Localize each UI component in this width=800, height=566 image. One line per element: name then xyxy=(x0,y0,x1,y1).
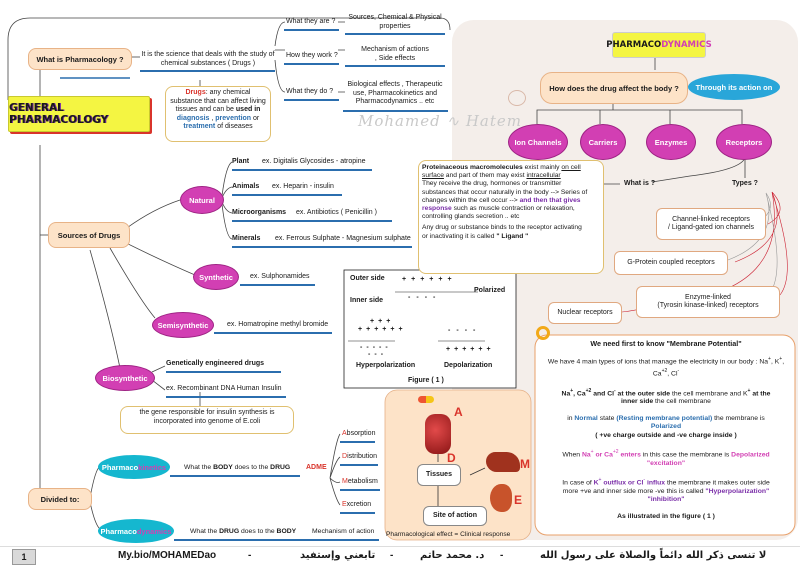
target-ion-channels[interactable]: Ion Channels xyxy=(508,124,568,160)
footer-dash-2: - xyxy=(390,550,394,561)
key-icon xyxy=(536,326,550,340)
adme-label: ADME xyxy=(306,464,327,471)
pharmacodynamics-desc: What the DRUG does to the BODY xyxy=(190,528,297,535)
target-receptors[interactable]: Receptors xyxy=(716,124,772,160)
pulse-icon: ∿ xyxy=(446,112,461,130)
illus-letter-d: D xyxy=(447,451,456,465)
natural-item-plant: Plant xyxy=(232,158,250,165)
figure-inner-charges: ---- xyxy=(408,294,442,301)
footer-follow: تابعني وإستفيد xyxy=(300,550,376,561)
kidney-icon xyxy=(490,484,512,512)
figure-inner-side: Inner side xyxy=(350,297,384,304)
biosynthetic-node[interactable]: Biosynthetic xyxy=(95,365,155,391)
liver-icon xyxy=(486,452,520,472)
bear-icon xyxy=(508,90,526,106)
synthetic-node[interactable]: Synthetic xyxy=(193,264,239,290)
figure-hyperpolarization: Hyperpolarization xyxy=(356,362,416,369)
natural-ex-plant: ex. Digitalis Glycosides - atropine xyxy=(262,158,366,165)
footer-dua: لا تنسى ذكر الله دائماً والصلاة على رسول… xyxy=(540,550,767,561)
branch-q-how-they-work: How they work ? xyxy=(286,52,338,59)
through-action-node[interactable]: Through its action on xyxy=(688,74,780,100)
natural-ex-animals: ex. Heparin - insulin xyxy=(272,183,334,190)
tissues-box[interactable]: Tissues xyxy=(417,464,461,486)
adme-distribution: Distribution xyxy=(342,453,378,460)
hyper-outer-charges: +++ ++++++ xyxy=(358,318,407,333)
mp-distribution: Na+, Ca+2 and Cl- at the outer side the … xyxy=(561,387,771,398)
illus-letter-m: M xyxy=(520,457,530,471)
receptor-what-is: What is ? xyxy=(624,180,656,187)
natural-item-animals: Animals xyxy=(232,183,260,190)
general-pharmacology-title: GENERAL PHARMACOLOGY xyxy=(8,96,150,132)
target-enzymes[interactable]: Enzymes xyxy=(646,124,696,160)
natural-item-minerals: Minerals xyxy=(232,235,261,242)
mechanism-of-action: Mechanism of action xyxy=(312,528,375,535)
what-is-pharmacology-node[interactable]: What is Pharmacology ? xyxy=(28,48,132,70)
synthetic-ex: ex. Sulphonamides xyxy=(250,273,310,280)
mp-normal: in Normal state (Resting membrane potent… xyxy=(567,414,765,422)
natural-item-microorganisms: Microorganisms xyxy=(232,209,287,216)
depol-inner-charges: ++++++ xyxy=(446,346,495,353)
mp-ions: We have 4 main types of ions that manage… xyxy=(547,356,785,378)
footer-dash-1: - xyxy=(248,550,252,561)
footer-dash-3: - xyxy=(500,550,504,561)
receptor-type-enzyme-linked[interactable]: Enzyme-linked(Tyrosin kinase-linked) rec… xyxy=(636,286,780,318)
illus-letter-e: E xyxy=(514,493,523,507)
mp-hyperpolarized: In case of K+ outflux or Cl- influx the … xyxy=(562,477,770,487)
adme-excretion: Excretion xyxy=(342,501,372,508)
biosynthetic-head: Genetically engineered drugs xyxy=(166,360,265,367)
illus-letter-a: A xyxy=(454,405,463,419)
adme-absorption: Absorption xyxy=(342,430,376,437)
figure-frame xyxy=(343,269,517,389)
figure-outer-side: Outer side xyxy=(350,275,385,282)
sources-of-drugs-node[interactable]: Sources of Drugs xyxy=(48,222,130,248)
page-number: 1 xyxy=(12,549,36,565)
branch-a-what-they-do: Biological effects , Therapeutic use, Ph… xyxy=(347,81,443,105)
figure-outer-charges: ++++++ xyxy=(402,276,457,283)
blood-vessel-icon xyxy=(425,414,451,454)
definition-underline xyxy=(140,70,275,72)
footer-bar: 1 My.bio/MOHAMEDao - تابعني وإستفيد - د.… xyxy=(0,546,800,566)
receptor-definition-note: Proteinaceous macromolecules exist mainl… xyxy=(418,160,604,274)
target-carriers[interactable]: Carriers xyxy=(580,124,626,160)
receptor-type-channel-linked[interactable]: Channel-linked receptors/ Ligand-gated i… xyxy=(656,208,766,240)
natural-ex-microorganisms: ex. Antibiotics ( Penicillin ) xyxy=(296,209,377,216)
semisynthetic-ex: ex. Homatropine methyl bromide xyxy=(227,321,329,328)
how-drug-affects-node[interactable]: How does the drug affect the body ? xyxy=(540,72,688,104)
drugs-definition-note: Drugs: any chemical substance that can a… xyxy=(165,86,271,142)
branch-a-what-they-are: Sources, Chemical & Physical properties xyxy=(348,14,442,30)
natural-node[interactable]: Natural xyxy=(180,186,224,214)
semisynthetic-node[interactable]: Semisynthetic xyxy=(152,312,214,338)
footer-author: د. محمد حاتم xyxy=(420,550,485,561)
capsule-icon xyxy=(418,396,434,403)
figure-caption: Figure ( 1 ) xyxy=(408,377,444,384)
receptor-type-g-protein[interactable]: G-Protein coupled receptors xyxy=(614,251,728,275)
figure-depolarization: Depolarization xyxy=(444,362,493,369)
receptor-type-nuclear[interactable]: Nuclear receptors xyxy=(548,302,622,324)
adme-metabolism: Metabolism xyxy=(342,478,378,485)
hyper-inner-charges: ----- --- xyxy=(360,344,392,358)
footer-link[interactable]: My.bio/MOHAMEDao xyxy=(118,550,217,561)
watermark: Mohamed ∿ Hatem xyxy=(358,112,522,130)
pharmacokinetics-desc: What the BODY does to the DRUG xyxy=(184,464,291,471)
divided-to-node[interactable]: Divided to: xyxy=(28,488,92,510)
clinical-response: Pharmacological effect = Clinical respon… xyxy=(386,531,511,538)
figure-polarized: Polarized xyxy=(474,287,506,294)
branch-q-what-they-do: What they do ? xyxy=(286,88,334,95)
mp-depolarized: When Na+ or Ca+2 enters in this case the… xyxy=(562,449,770,459)
receptor-types: Types ? xyxy=(732,180,758,187)
membrane-box xyxy=(534,334,796,536)
biosynthetic-note: the gene responsible for insulin synthes… xyxy=(120,406,294,434)
pharmacology-definition: It is the science that deals with the st… xyxy=(141,51,275,67)
site-of-action-box[interactable]: Site of action xyxy=(423,506,487,526)
depol-outer-charges: ---- xyxy=(448,327,482,334)
biosynthetic-ex: ex. Recombinant DNA Human Insulin xyxy=(166,385,282,392)
natural-ex-minerals: ex. Ferrous Sulphate - Magnesium sulphat… xyxy=(275,235,411,242)
branch-q-what-they-are: What they are ? xyxy=(286,18,336,25)
membrane-text: We need first to know "Membrane Potentia… xyxy=(540,339,792,521)
branch-a-how-they-work: Mechanism of actions , Side effects xyxy=(361,46,429,62)
